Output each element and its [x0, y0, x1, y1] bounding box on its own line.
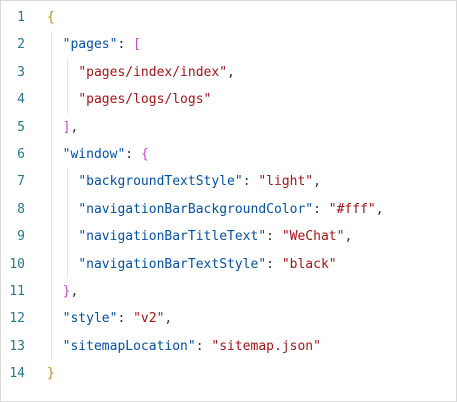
token-str: "pages/logs/logs": [78, 92, 212, 108]
code-line[interactable]: 5 ],: [1, 114, 456, 141]
token-punc: :: [313, 201, 329, 217]
token-brace: }: [47, 366, 55, 382]
indent-guide: [67, 58, 68, 114]
code-line[interactable]: 7 "backgroundTextStyle": "light",: [1, 168, 456, 195]
code-text: {: [47, 4, 55, 31]
code-line[interactable]: 9 "navigationBarTitleText": "WeChat",: [1, 223, 456, 250]
code-text: "navigationBarBackgroundColor": "#fff",: [47, 196, 384, 223]
token-punc: :: [266, 256, 282, 272]
token-space: [47, 37, 63, 52]
indent-guide: [67, 168, 68, 278]
token-punc: :: [117, 37, 134, 53]
code-line[interactable]: 13 "sitemapLocation": "sitemap.json": [1, 333, 456, 360]
token-str: "v2": [133, 311, 165, 327]
token-key: "navigationBarTextStyle": [78, 256, 267, 272]
line-number: 4: [17, 92, 25, 108]
token-punc: ,: [344, 229, 353, 245]
token-punc: ,: [375, 201, 384, 217]
token-punc: :: [242, 174, 259, 190]
token-str: "light": [258, 174, 314, 190]
line-number: 7: [17, 174, 25, 190]
token-str: "black": [281, 256, 337, 272]
token-space: [47, 311, 63, 326]
token-key: "backgroundTextStyle": [78, 174, 243, 190]
line-number: 2: [17, 37, 25, 53]
code-text: "window": {: [47, 141, 149, 168]
code-text: "pages/index/index",: [47, 59, 235, 86]
token-punc: :: [195, 338, 212, 354]
code-text: "navigationBarTextStyle": "black": [47, 251, 337, 278]
line-number: 5: [17, 119, 25, 135]
line-number: 10: [9, 256, 25, 272]
token-bracket: [: [133, 37, 141, 53]
token-bracket: ]: [62, 119, 71, 135]
token-key: "sitemapLocation": [62, 338, 196, 354]
token-bracket: }: [62, 284, 71, 299]
indent-guide: [51, 31, 52, 361]
token-punc: :: [266, 229, 282, 245]
code-line[interactable]: 4 "pages/logs/logs": [1, 86, 456, 113]
code-line[interactable]: 3 "pages/index/index",: [1, 59, 456, 86]
token-brace: {: [47, 10, 55, 25]
line-number: 12: [9, 311, 25, 327]
token-punc: ,: [70, 284, 79, 299]
token-str: "pages/index/index": [78, 64, 228, 80]
code-text: },: [47, 278, 79, 305]
token-str: "#fff": [328, 201, 376, 217]
token-punc: :: [117, 311, 134, 327]
code-line[interactable]: 2 "pages": [: [1, 31, 456, 58]
code-text: "pages": [: [47, 31, 141, 58]
code-line[interactable]: 12 "style": "v2",: [1, 305, 456, 332]
token-str: "sitemap.json": [211, 338, 321, 354]
token-punc: ,: [313, 174, 321, 190]
code-text: "navigationBarTitleText": "WeChat",: [47, 223, 352, 250]
code-line[interactable]: 10 "navigationBarTextStyle": "black": [1, 251, 456, 278]
token-space: [47, 120, 63, 135]
line-number: 9: [17, 229, 25, 245]
code-text: "pages/logs/logs": [47, 86, 211, 113]
line-number: 3: [17, 64, 25, 80]
token-punc: ,: [164, 311, 173, 327]
token-space: [47, 147, 63, 162]
line-number: 6: [17, 147, 25, 162]
code-text: "backgroundTextStyle": "light",: [47, 168, 321, 195]
token-key: "pages": [62, 37, 118, 53]
token-punc: :: [125, 147, 141, 162]
token-key: "navigationBarTitleText": [78, 229, 267, 245]
code-line[interactable]: 1{: [1, 4, 456, 31]
token-space: [47, 339, 63, 354]
line-number: 1: [17, 10, 25, 25]
token-bracket: {: [140, 147, 149, 162]
token-str: "WeChat": [281, 229, 345, 245]
line-number: 14: [9, 366, 25, 382]
token-punc: ,: [70, 119, 79, 135]
code-text: "sitemapLocation": "sitemap.json": [47, 333, 321, 360]
code-line[interactable]: 14}: [1, 360, 456, 387]
code-line[interactable]: 6 "window": {: [1, 141, 456, 168]
token-key: "style": [62, 311, 118, 327]
line-number: 8: [17, 201, 25, 217]
token-key: "window": [62, 147, 126, 162]
line-number: 13: [9, 338, 25, 354]
code-line[interactable]: 11 },: [1, 278, 456, 305]
code-line[interactable]: 8 "navigationBarBackgroundColor": "#fff"…: [1, 196, 456, 223]
code-text: ],: [47, 114, 79, 141]
code-text: }: [47, 360, 55, 387]
line-number: 11: [9, 284, 25, 299]
code-text: "style": "v2",: [47, 305, 173, 332]
token-punc: ,: [227, 64, 235, 80]
token-space: [47, 284, 63, 299]
token-key: "navigationBarBackgroundColor": [78, 201, 314, 217]
